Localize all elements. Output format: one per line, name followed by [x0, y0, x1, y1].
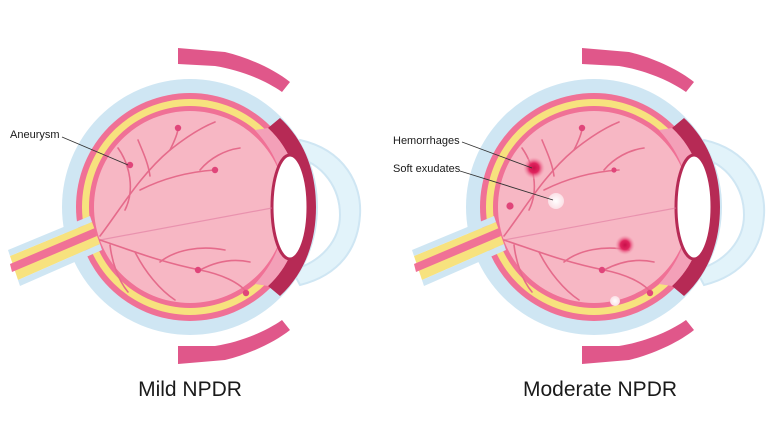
- aneurysm-dot: [211, 166, 219, 174]
- caption-mild-npdr: Mild NPDR: [138, 378, 242, 401]
- exudate-spot: [610, 296, 620, 306]
- aneurysm-dot: [646, 289, 654, 297]
- lens-right: [674, 153, 714, 261]
- upper-eyelid-left: [178, 48, 290, 92]
- optic-nerve-vessel-right: [414, 228, 501, 272]
- ciliary-body-left: [268, 118, 316, 296]
- aneurysm-dots-right: [506, 124, 654, 297]
- soft-exudates-leader-line: [459, 170, 554, 201]
- label-aneurysm: Aneurysm: [10, 129, 60, 141]
- lens-left: [270, 153, 310, 261]
- aneurysm-dot: [506, 202, 514, 210]
- lower-eyelid-left: [178, 320, 290, 364]
- caption-moderate-npdr: Moderate NPDR: [522, 378, 678, 401]
- exudate-spot: [548, 193, 564, 209]
- aneurysm-dot: [194, 266, 202, 274]
- eye-right: [412, 48, 766, 364]
- visual-axis-right: [503, 207, 677, 241]
- eye-left: [8, 48, 362, 364]
- aneurysm-dot: [611, 167, 617, 173]
- upper-eyelid-right: [582, 48, 694, 92]
- aneurysm-dots-left: [126, 124, 250, 297]
- cornea-right: [694, 138, 766, 287]
- aneurysm-dot: [174, 124, 182, 132]
- retinal-vessels-left: [99, 121, 251, 301]
- optic-nerve-vessel-left: [10, 228, 97, 272]
- aneurysm-leader-line: [61, 136, 129, 166]
- aneurysm-dot: [578, 124, 586, 132]
- vitreous-right: [498, 111, 690, 303]
- soft-exudates: [548, 193, 620, 306]
- hemorrhages: [523, 157, 635, 255]
- hemorrhages-leader-line: [461, 141, 533, 169]
- visual-axis-left: [99, 207, 273, 241]
- ciliary-body-right: [672, 118, 720, 296]
- aneurysm-dot: [242, 289, 250, 297]
- label-soft-exudates: Soft exudates: [393, 163, 461, 175]
- hemorrhage-spot: [615, 235, 635, 255]
- vitreous-left: [94, 111, 286, 303]
- hemorrhage-spot: [523, 157, 545, 179]
- lower-eyelid-right: [582, 320, 694, 364]
- cornea-left: [290, 138, 362, 287]
- aneurysm-dot: [598, 266, 606, 274]
- aneurysm-dot: [126, 161, 134, 169]
- label-hemorrhages: Hemorrhages: [393, 135, 460, 147]
